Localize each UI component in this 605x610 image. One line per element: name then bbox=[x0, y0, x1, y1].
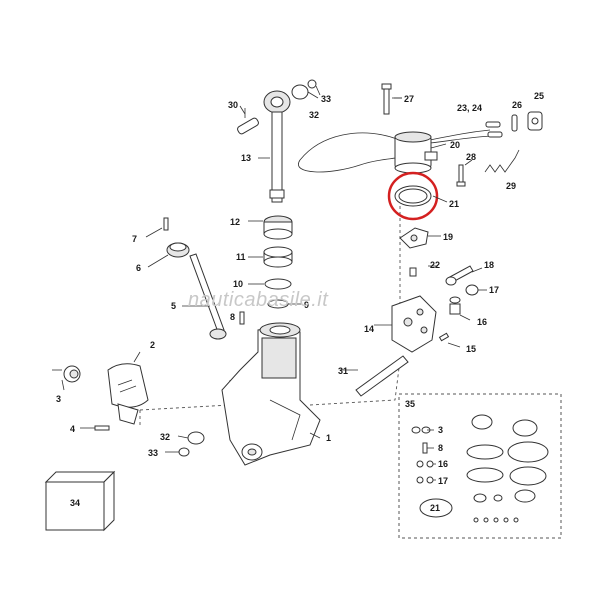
label-35: 35 bbox=[405, 399, 415, 409]
label-19: 19 bbox=[443, 232, 453, 242]
part-1-housing bbox=[221, 322, 321, 466]
label-32-top: 32 bbox=[309, 110, 319, 120]
part-11-spacer bbox=[263, 246, 293, 268]
part-wiring bbox=[298, 132, 406, 173]
label-7: 7 bbox=[132, 234, 137, 244]
part-32-33-rings-bottom bbox=[178, 431, 205, 457]
watermark-text: nauticabasile.it bbox=[188, 289, 329, 311]
highlight-circle bbox=[387, 171, 439, 221]
part-7-screw bbox=[163, 217, 169, 231]
part-2-reservoir bbox=[107, 363, 149, 425]
label-9: 9 bbox=[304, 300, 309, 310]
label-13: 13 bbox=[241, 153, 251, 163]
label-16: 16 bbox=[477, 317, 487, 327]
label-6: 6 bbox=[136, 263, 141, 273]
label-32-bottom: 32 bbox=[160, 432, 170, 442]
label-33-top: 33 bbox=[321, 94, 331, 104]
part-29-spring bbox=[484, 149, 520, 173]
part-5-tube bbox=[189, 253, 227, 340]
kit-label-16: 16 bbox=[438, 459, 448, 469]
part-26-terminal bbox=[511, 114, 518, 132]
label-4: 4 bbox=[70, 424, 75, 434]
part-12-cap-nut bbox=[263, 215, 293, 240]
part-4-screw bbox=[94, 425, 110, 431]
label-21: 21 bbox=[449, 199, 459, 209]
part-19-cap bbox=[399, 227, 429, 249]
label-3: 3 bbox=[56, 394, 61, 404]
label-1: 1 bbox=[326, 433, 331, 443]
label-12: 12 bbox=[230, 217, 240, 227]
label-30: 30 bbox=[228, 100, 238, 110]
label-17: 17 bbox=[489, 285, 499, 295]
kit-label-8: 8 bbox=[438, 443, 443, 453]
kit-label-3: 3 bbox=[438, 425, 443, 435]
label-2: 2 bbox=[150, 340, 155, 350]
part-31-pin bbox=[355, 355, 409, 397]
part-32-33-rings-top bbox=[291, 79, 321, 100]
part-30-pin bbox=[237, 108, 259, 135]
assembly-dash-right bbox=[309, 359, 401, 406]
label-31: 31 bbox=[338, 366, 348, 376]
label-23-24: 23, 24 bbox=[457, 103, 482, 113]
label-5: 5 bbox=[171, 301, 176, 311]
label-26: 26 bbox=[512, 100, 522, 110]
kit-35-box bbox=[398, 393, 562, 539]
label-27: 27 bbox=[404, 94, 414, 104]
label-22: 22 bbox=[430, 260, 440, 270]
part-17-plug bbox=[465, 284, 479, 296]
label-18: 18 bbox=[484, 260, 494, 270]
part-6-fitting bbox=[166, 242, 190, 258]
part-15-screw bbox=[438, 332, 450, 342]
assembly-dash-left bbox=[139, 380, 231, 411]
part-22-screw bbox=[409, 267, 417, 277]
label-8: 8 bbox=[230, 312, 235, 322]
part-23-24-connectors bbox=[485, 121, 503, 138]
label-29: 29 bbox=[506, 181, 516, 191]
part-25-switch bbox=[527, 111, 543, 131]
kit-label-17: 17 bbox=[438, 476, 448, 486]
label-34: 34 bbox=[70, 498, 80, 508]
label-10: 10 bbox=[233, 279, 243, 289]
part-13-ram bbox=[258, 90, 291, 203]
label-14: 14 bbox=[364, 324, 374, 334]
part-14-valve-body bbox=[391, 295, 437, 353]
label-33-bottom: 33 bbox=[148, 448, 158, 458]
kit-label-21: 21 bbox=[430, 503, 440, 513]
label-25: 25 bbox=[534, 91, 544, 101]
part-27-bolt bbox=[381, 83, 402, 115]
part-3-cap bbox=[52, 365, 81, 383]
part-28-screw bbox=[456, 164, 466, 187]
part-20-motor bbox=[394, 131, 438, 174]
leader-lines bbox=[61, 91, 487, 481]
label-11: 11 bbox=[236, 252, 246, 262]
kit-34-box bbox=[44, 470, 116, 532]
part-10-oring bbox=[264, 278, 292, 290]
label-15: 15 bbox=[466, 344, 476, 354]
part-18-bolt bbox=[445, 265, 474, 286]
part-16-fitting bbox=[449, 296, 461, 315]
label-20: 20 bbox=[450, 140, 460, 150]
label-28: 28 bbox=[466, 152, 476, 162]
part-21-seal bbox=[387, 171, 439, 221]
part-8-screw bbox=[239, 311, 245, 325]
